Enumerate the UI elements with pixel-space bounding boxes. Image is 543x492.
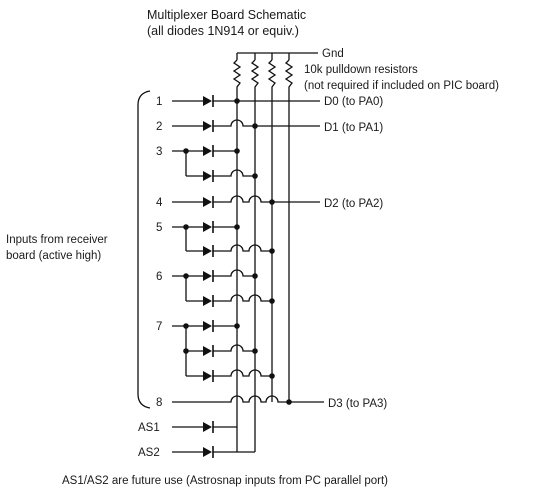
diode-icon xyxy=(203,371,212,381)
output-buses xyxy=(236,90,290,452)
input-5-label: 5 xyxy=(156,222,162,234)
diode-icon xyxy=(203,96,212,106)
receiver-label-detail: board (active high) xyxy=(6,250,101,262)
output-d0-label: D0 (to PA0) xyxy=(324,96,383,108)
diode-icon xyxy=(203,246,212,256)
gnd-label: Gnd xyxy=(322,48,344,60)
output-d2-label: D2 (to PA2) xyxy=(324,198,383,210)
as1-circuit xyxy=(172,421,237,433)
output-d1-label: D1 (to PA1) xyxy=(324,122,383,134)
resistor-d3 xyxy=(284,59,294,90)
input-6-label: 6 xyxy=(156,271,162,283)
receiver-label: Inputs from receiver xyxy=(6,234,108,246)
resistor-d0 xyxy=(232,59,242,90)
input-2-circuit xyxy=(172,119,258,132)
input-4-circuit xyxy=(172,195,275,208)
resistor-note-detail: (not required if included on PIC board) xyxy=(304,80,499,92)
diode-icon xyxy=(203,146,212,156)
output-lines xyxy=(237,100,324,403)
input-6-circuit xyxy=(172,269,275,307)
schematic-subtitle: (all diodes 1N914 or equiv.) xyxy=(147,24,299,38)
input-brace xyxy=(137,90,151,409)
footer-note: AS1/AS2 are future use (Astrosnap inputs… xyxy=(62,475,388,487)
input-8-circuit xyxy=(172,395,292,405)
input-7-circuit xyxy=(172,320,275,382)
diode-icon xyxy=(203,296,212,306)
diode-icon xyxy=(203,222,212,232)
resistor-d1 xyxy=(250,59,260,90)
diode-icon xyxy=(203,422,212,432)
diode-icon xyxy=(203,121,212,131)
diode-icon xyxy=(203,321,212,331)
pulldown-resistors xyxy=(232,59,294,90)
input-1-circuit xyxy=(172,95,240,107)
input-3-label: 3 xyxy=(156,146,162,158)
as1-label: AS1 xyxy=(138,422,160,434)
input-3-circuit xyxy=(172,145,258,182)
resistor-d2 xyxy=(267,59,277,90)
diode-icon xyxy=(203,271,212,281)
as2-label: AS2 xyxy=(138,447,160,459)
resistor-note: 10k pulldown resistors xyxy=(304,64,418,76)
input-7-label: 7 xyxy=(156,321,162,333)
input-8-label: 8 xyxy=(156,397,162,409)
diode-icon xyxy=(203,346,212,356)
as2-circuit xyxy=(172,446,255,458)
input-5-circuit xyxy=(172,221,275,257)
output-d3-label: D3 (to PA3) xyxy=(328,398,387,410)
diode-icon xyxy=(203,197,212,207)
diode-icon xyxy=(203,171,212,181)
diode-icon xyxy=(203,447,212,457)
input-2-label: 2 xyxy=(156,121,162,133)
schematic-title: Multiplexer Board Schematic xyxy=(147,8,306,22)
input-1-label: 1 xyxy=(156,96,162,108)
input-4-label: 4 xyxy=(156,197,163,209)
ground-rail xyxy=(236,52,318,60)
